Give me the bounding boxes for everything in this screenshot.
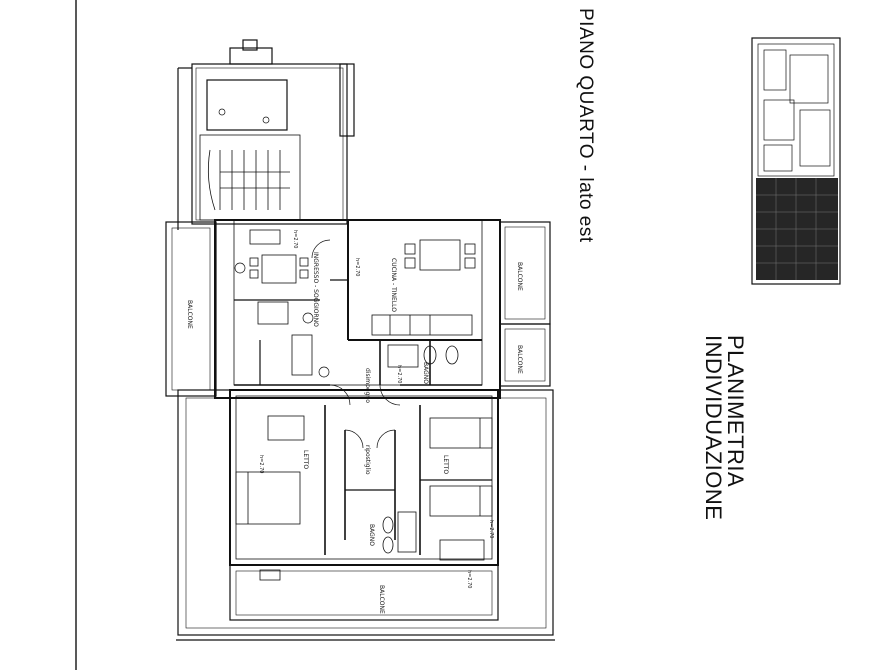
- height-label: h=2.70: [258, 455, 264, 474]
- terrace-south: [177, 389, 554, 636]
- height-label: h=2.70: [466, 570, 472, 589]
- living-table: [249, 229, 313, 376]
- balcony-east-top: [499, 221, 551, 325]
- label-balcone-south: BALCONE: [378, 585, 385, 614]
- key-plan-thumbnail: [751, 37, 841, 285]
- height-label: h=2.70: [354, 258, 360, 277]
- label-balcone-east-mid: BALCONE: [516, 345, 523, 374]
- balcony-east-mid: [499, 323, 551, 387]
- label-letto-2: LETTO: [442, 455, 449, 474]
- height-label: h=2.70: [396, 365, 402, 384]
- stair-tower: [191, 63, 348, 225]
- bed-2: [429, 417, 493, 561]
- kitchen-table: [371, 239, 476, 336]
- bathroom-fixtures-1: [387, 344, 459, 368]
- label-bagno-2: BAGNO: [368, 524, 375, 546]
- balcony-west: [165, 221, 217, 397]
- label-balcone-west: BALCONE: [186, 300, 193, 329]
- floor-title: PIANO QUARTO - lato est: [575, 8, 596, 243]
- plan-title-line-2: INDIVIDUAZIONE: [701, 335, 726, 521]
- bathroom-fixtures-2: [259, 511, 417, 581]
- elevator: [206, 79, 288, 131]
- plan-title-line-1: PLANIMETRIA: [723, 335, 748, 488]
- label-letto-1: LETTO: [302, 450, 309, 469]
- height-label: h=2.70: [292, 230, 298, 249]
- height-label: h=2.70: [488, 520, 494, 539]
- label-balcone-east-top: BALCONE: [516, 262, 523, 291]
- label-ingresso: INGRESSO - SOGGIORNO: [312, 252, 319, 327]
- staircase: [199, 134, 301, 221]
- label-disimpegno: disimpegno: [364, 368, 371, 403]
- label-bagno-1: BAGNO: [422, 362, 429, 384]
- plan-title: PLANIMETRIA INDIVIDUAZIONE: [701, 335, 748, 521]
- label-cucina: CUCINA - TINELLO: [390, 258, 397, 312]
- label-ripostiglio: ripostiglio: [364, 445, 371, 475]
- bed-1: [235, 415, 305, 525]
